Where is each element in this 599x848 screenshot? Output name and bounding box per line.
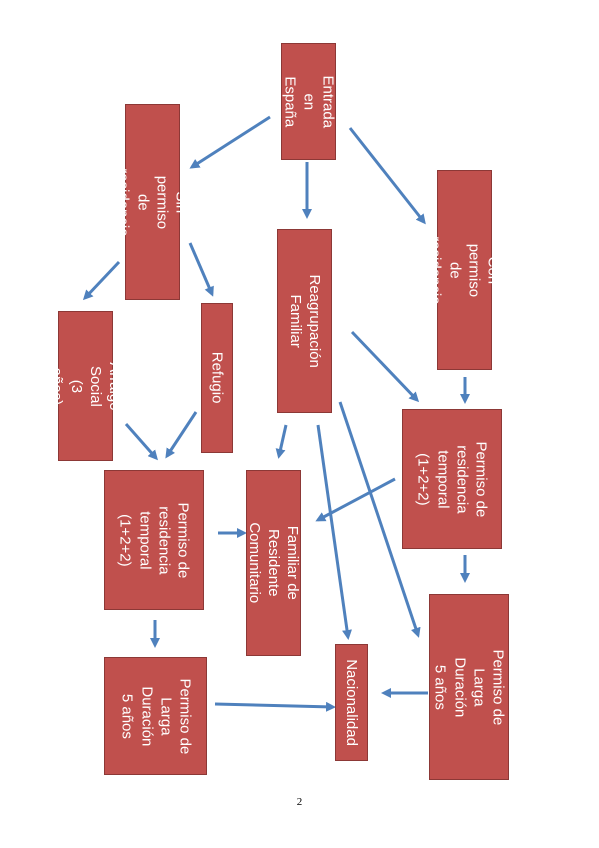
node-arraigo-social-label: Arraigo Social (3 años) xyxy=(48,361,123,411)
node-con-permiso-label: Con permiso de residencia xyxy=(427,235,502,305)
node-arraigo-social: Arraigo Social (3 años) xyxy=(48,311,123,461)
arrow-arraigo-to-temporal-left xyxy=(124,423,158,461)
node-nacionalidad-label: Nacionalidad xyxy=(343,659,361,746)
node-permiso-temporal-right: Permiso de residencia temporal (1+2+2) xyxy=(402,409,502,549)
page-number: 2 xyxy=(296,796,303,808)
node-refugio-label: Refugio xyxy=(208,352,226,404)
arrow-refugio-to-temporal-left xyxy=(165,411,198,459)
arrow-entrada-to-con-permiso xyxy=(348,127,426,225)
arrow-reagrupacion-to-nacionalidad xyxy=(316,424,352,640)
node-permiso-temporal-right-label: Permiso de residencia temporal (1+2+2) xyxy=(414,441,490,517)
node-refugio: Refugio xyxy=(201,303,233,453)
arrow-larga-left-to-nacionalidad xyxy=(214,701,336,712)
node-permiso-temporal-left: Permiso de residencia temporal (1+2+2) xyxy=(104,470,204,610)
node-sin-permiso: Sin permiso de residencia xyxy=(115,104,190,300)
node-reagrupacion-familiar: Reagrupación Familiar xyxy=(277,229,332,413)
arrow-temporal-right-to-familiar xyxy=(315,477,396,522)
arrow-entrada-to-sin-permiso xyxy=(189,115,271,169)
arrow-reagrupacion-to-temporal-right xyxy=(350,330,420,403)
node-nacionalidad: Nacionalidad xyxy=(335,644,368,761)
node-con-permiso: Con permiso de residencia xyxy=(427,170,502,370)
node-familiar-comunitario-label: Familiar de Residente Comunitario xyxy=(245,522,302,604)
node-larga-duracion-right-label: Permiso de Larga Duración 5 años xyxy=(431,649,507,725)
node-larga-duracion-left: Permiso de Larga Duración 5 años xyxy=(104,657,207,775)
arrow-reagrupacion-to-larga-right xyxy=(338,401,421,638)
arrow-sin-permiso-to-refugio xyxy=(188,242,214,297)
node-reagrupacion-familiar-label: Reagrupación Familiar xyxy=(286,274,323,368)
node-familiar-comunitario: Familiar de Residente Comunitario xyxy=(246,470,301,656)
node-entrada-espana-label: Entrada en España xyxy=(280,75,337,128)
arrow-sin-permiso-to-arraigo xyxy=(82,260,121,301)
arrow-reagrupacion-to-familiar xyxy=(275,424,288,459)
node-larga-duracion-left-label: Permiso de Larga Duración 5 años xyxy=(118,678,193,754)
node-permiso-temporal-left-label: Permiso de residencia temporal (1+2+2) xyxy=(116,502,192,578)
node-larga-duracion-right: Permiso de Larga Duración 5 años xyxy=(429,594,509,780)
node-sin-permiso-label: Sin permiso de residencia xyxy=(115,167,190,237)
node-entrada-espana: Entrada en España xyxy=(281,43,336,160)
